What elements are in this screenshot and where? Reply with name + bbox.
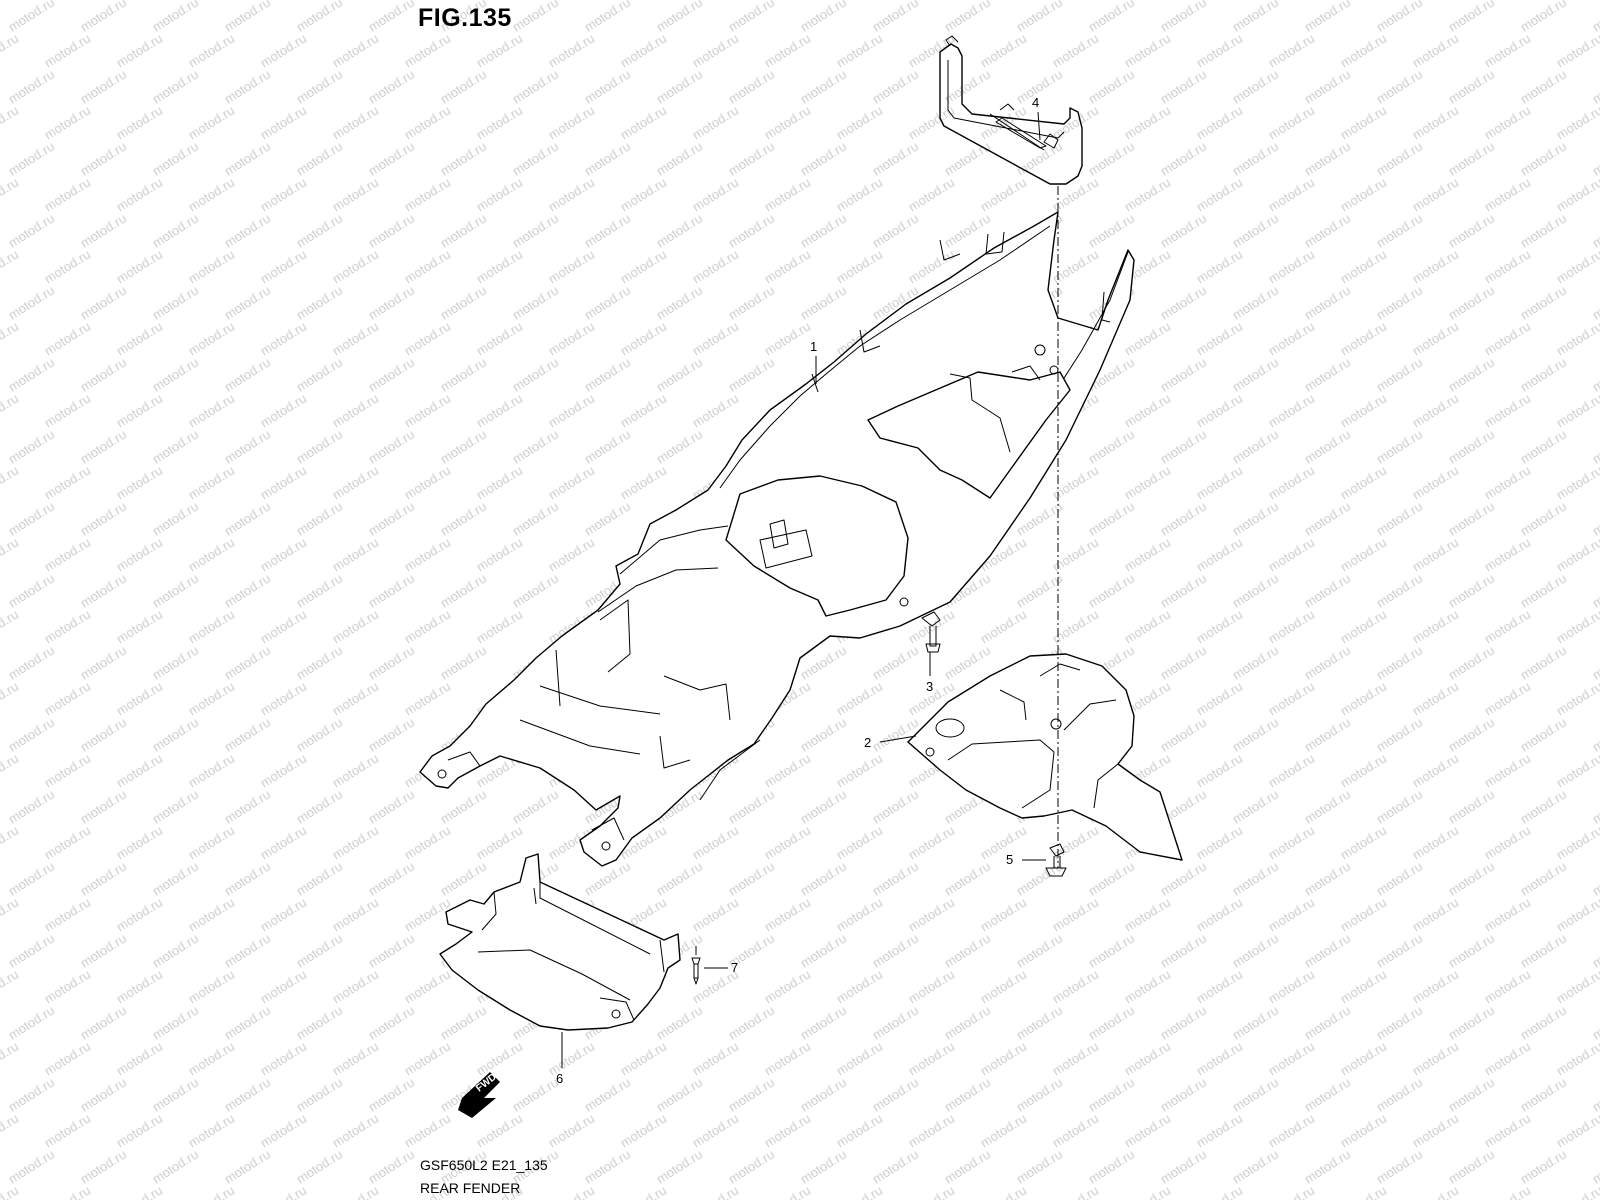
callout-4: 4: [1032, 95, 1040, 110]
fwd-direction-arrow: FWD: [458, 1072, 500, 1118]
model-code-label: GSF650L2 E21_135: [420, 1157, 548, 1173]
part-4-bracket: [939, 35, 1083, 185]
section-name-label: REAR FENDER: [420, 1180, 521, 1196]
callout-1: 1: [810, 339, 818, 354]
callout-6: 6: [556, 1071, 564, 1086]
callout-3: 3: [926, 679, 934, 694]
leader-line-4: [1037, 111, 1041, 141]
part-7-screw: [691, 957, 701, 985]
part-2-lower-fender: [907, 653, 1183, 861]
part-6-under-tray: [439, 853, 681, 1031]
part-3-bolt: [921, 611, 941, 653]
callout-5: 5: [1006, 852, 1014, 867]
callout-7: 7: [731, 960, 739, 975]
part-5-bolt: [1045, 843, 1067, 877]
callout-2: 2: [864, 735, 872, 750]
